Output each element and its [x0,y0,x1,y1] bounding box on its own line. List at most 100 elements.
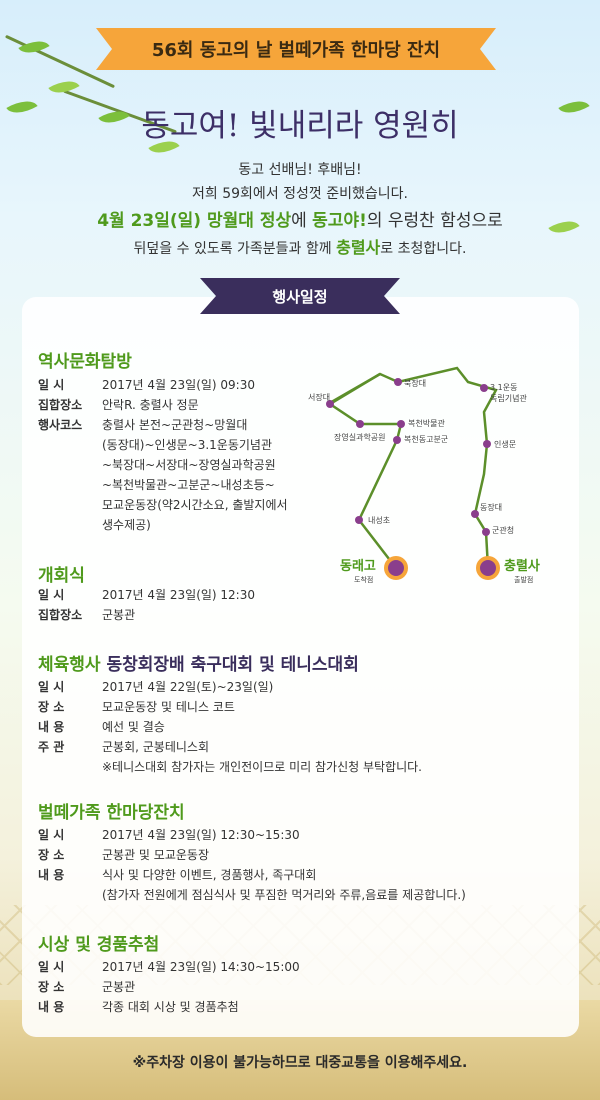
intro-text-fragment: 뒤덮을 수 있도록 가족분들과 함께 [133,241,337,257]
stop-label: 장영실과학공원 [334,432,386,442]
stop-label: 복천동고분군 [404,434,448,444]
intro-line-highlight: 4월 23일(일) 망월대 정상에 동고야!의 우렁찬 함성으로 [60,206,540,236]
row-label: 집합장소 [38,398,83,412]
info-row: 장 소 군봉관 및 모교운동장 [38,845,466,865]
event-banner: 56회 동고의 날 벌떼가족 한마당 잔치 [96,28,496,70]
stop-jangyeongsil [356,420,364,428]
row-value: 안락R. 충렬사 정문 [102,398,199,412]
intro-text: 동고 선배님! 후배님! 저희 59회에서 정성껏 준비했습니다. 4월 23일… [60,158,540,261]
intro-text-fragment: 에 [291,211,313,231]
section-title-history: 역사문화탐방 [38,352,132,372]
info-row: 내 용 각종 대회 시상 및 경품추첨 [38,997,300,1017]
stop-label: 서장대 [308,392,330,402]
stop-bokcheon-tombs [393,436,401,444]
end-point-marker [384,556,408,580]
sports-title-highlight: 동창회장배 축구대회 및 테니스대회 [106,655,359,675]
end-sub-label: 도착점 [354,576,373,584]
info-row: 장 소 군봉관 [38,977,300,997]
row-label: 일 시 [38,960,65,974]
start-label: 충렬사 [504,558,540,574]
course-continuation: 생수제공) [102,518,151,532]
section-title-festival: 벌떼가족 한마당잔치 [38,803,185,823]
sports-rows: 일 시 2017년 4월 22일(토)~23일(일) 장 소 모교운동장 및 테니스… [38,677,422,777]
start-point-marker [476,556,500,580]
sports-note: ※테니스대회 참가자는 개인전이므로 미리 참가신청 부탁합니다. [102,760,422,774]
stop-3-1-memorial [480,384,488,392]
info-row: 장 소 모교운동장 및 테니스 코트 [38,697,422,717]
route-map: 서장대 북장대 3.1운동 독립기념관 장영실과학공원 복천박물관 복천동고분군… [308,366,540,584]
row-value: 모교운동장 및 테니스 코트 [102,700,235,714]
course-continuation: ~복천박물관~고분군~내성초등~ [102,478,275,492]
route-line [327,372,403,569]
row-value: 2017년 4월 22일(토)~23일(일) [102,680,274,694]
stop-label: 복천박물관 [408,418,445,428]
row-label: 장 소 [38,848,65,862]
section-title-award: 시상 및 경품추첨 [38,935,160,955]
row-value: 각종 대회 시상 및 경품추첨 [102,1000,239,1014]
main-title: 동고여! 빛내리라 영원히 [141,108,459,144]
row-value: 식사 및 다양한 이벤트, 경품행사, 족구대회 [102,868,317,882]
history-rows: 일 시 2017년 4월 23일(일) 09:30 집합장소 안락R. 충렬사 정문… [38,375,288,535]
stop-label: 북장대 [404,378,426,388]
row-label: 행사코스 [38,418,83,432]
row-label: 일 시 [38,378,65,392]
row-label: 내 용 [38,1000,65,1014]
end-label: 동래고 [340,559,376,574]
stop-bukjangdae [394,378,402,386]
route-line [327,366,498,569]
info-row: 일 시 2017년 4월 23일(일) 12:30 [38,585,255,605]
place-highlight: 충렬사 [336,238,381,257]
row-label: 장 소 [38,980,65,994]
info-row: 내 용 식사 및 다양한 이벤트, 경품행사, 족구대회 [38,865,466,885]
award-rows: 일 시 2017년 4월 23일(일) 14:30~15:00 장 소 군봉관 내 … [38,957,300,1017]
schedule-header: 행사일정 [200,278,400,314]
intro-line: 동고 선배님! 후배님! [238,162,362,178]
festival-note: (참가자 전원에게 점심식사 및 푸짐한 먹거리와 주류,음료를 제공합니다.) [102,888,466,902]
cheer-highlight: 동고야! [312,211,367,231]
row-label: 주 관 [38,740,65,754]
info-row: 일 시 2017년 4월 22일(토)~23일(일) [38,677,422,697]
row-label: 일 시 [38,680,65,694]
row-label: 내 용 [38,868,65,882]
leaf-decoration [548,213,580,241]
row-value: 2017년 4월 23일(일) 09:30 [102,378,255,392]
stop-label: 내성초 [368,516,390,525]
start-sub-label: 출발점 [514,575,533,584]
stop-bokcheon-museum [397,420,405,428]
parking-notice: ※주차장 이용이 불가능하므로 대중교통을 이용해주세요. [132,1055,468,1071]
row-value: 군봉관 [102,608,136,622]
info-row: 집합장소 안락R. 충렬사 정문 [38,395,288,415]
info-row: 일 시 2017년 4월 23일(일) 09:30 [38,375,288,395]
row-value: 2017년 4월 23일(일) 14:30~15:00 [102,960,300,974]
row-label: 장 소 [38,700,65,714]
intro-text-fragment: 로 초청합니다. [380,241,467,257]
row-value: 예선 및 결승 [102,720,165,734]
sports-title-prefix: 체육행사 [38,655,107,675]
intro-line: 뒤덮을 수 있도록 가족분들과 함께 충렬사로 초청합니다. [60,236,540,261]
stop-label: 인생문 [494,439,516,449]
row-value: 2017년 4월 23일(일) 12:30~15:30 [102,828,300,842]
stop-naeseong [355,516,363,524]
row-value: 충렬사 본전~군관청~망월대 [102,418,248,432]
stop-label: 독립기념관 [490,393,527,403]
row-value: 군봉관 및 모교운동장 [102,848,209,862]
date-place-highlight: 4월 23일(일) 망월대 정상 [97,211,292,231]
row-value: 2017년 4월 23일(일) 12:30 [102,588,255,602]
course-continuation: (동장대)~인생문~3.1운동기념관 [102,438,272,452]
row-value: 군봉관 [102,980,136,994]
stop-gungwancheong [482,528,490,536]
info-row: 일 시 2017년 4월 23일(일) 14:30~15:00 [38,957,300,977]
intro-line: 저희 59회에서 정성껏 준비했습니다. [192,186,408,202]
stop-label: 군관청 [492,525,514,535]
schedule-card [22,297,579,1037]
row-label: 일 시 [38,588,65,602]
row-value: 군봉회, 군봉테니스회 [102,740,209,754]
stop-label: 3.1운동 [490,383,517,392]
stop-label: 동장대 [480,502,502,512]
intro-text-fragment: 의 우렁찬 함성으로 [366,211,503,231]
